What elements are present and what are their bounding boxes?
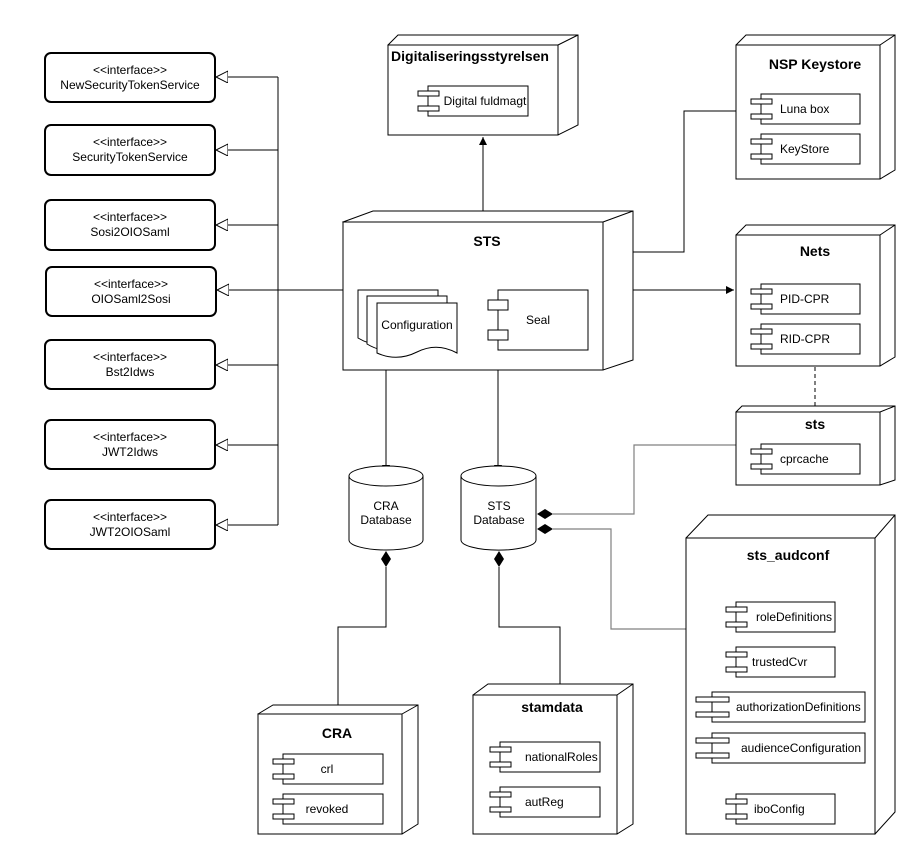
node-nsp-keystore: NSP Keystore Luna box KeyStore (735, 34, 896, 180)
component-digital-fuldmagt: Digital fuldmagt (417, 85, 529, 117)
component-revoked: revoked (272, 793, 384, 825)
connectors (337, 110, 816, 794)
node-sts: STS Configuration Seal (341, 210, 634, 371)
component-label: autReg (525, 795, 564, 809)
node-title: CRA (322, 725, 352, 741)
component-label: Luna box (780, 102, 829, 116)
component-trusted-cvr: trustedCvr (725, 646, 836, 678)
database-label-line1: STS (487, 499, 510, 513)
component-cprcache: cprcache (750, 443, 861, 475)
node-digitaliseringsstyrelsen: Digitaliseringsstyrelsen Digital fuldmag… (387, 34, 579, 136)
document-configuration: Configuration (357, 289, 458, 358)
component-label: iboConfig (754, 802, 805, 816)
database-label-line2: Database (360, 513, 412, 527)
component-ibo-config: iboConfig (725, 793, 836, 825)
interface-name: SecurityTokenService (72, 150, 188, 164)
interface-name: NewSecurityTokenService (60, 78, 200, 92)
interface-name: OIOSaml2Sosi (91, 292, 170, 306)
component-label: audienceConfiguration (741, 741, 861, 755)
component-label: PID-CPR (780, 292, 830, 306)
node-title: STS (473, 233, 500, 249)
interface-name: Bst2Idws (106, 365, 155, 379)
component-label: roleDefinitions (756, 610, 832, 624)
database-sts: STS Database (460, 465, 537, 551)
component-rid-cpr: RID-CPR (750, 323, 861, 355)
node-stamdata: stamdata nationalRoles autReg (472, 683, 634, 835)
component-label: crl (321, 762, 334, 776)
interface-new-security-token-service: <<interface>> NewSecurityTokenService (44, 52, 216, 103)
database-cra: CRA Database (348, 465, 424, 551)
component-label: nationalRoles (525, 750, 598, 764)
node-title: Nets (800, 243, 831, 259)
interface-stereotype: <<interface>> (93, 430, 167, 444)
node-title: Digitaliseringsstyrelsen (391, 48, 549, 64)
node-title: NSP Keystore (769, 56, 862, 72)
interface-stereotype: <<interface>> (93, 510, 167, 524)
interface-sosi2oiosaml: <<interface>> Sosi2OIOSaml (44, 199, 216, 251)
component-seal: Seal (487, 289, 589, 351)
component-authorization-definitions: authorizationDefinitions (695, 691, 866, 723)
component-label: authorizationDefinitions (736, 700, 861, 714)
component-keystore: KeyStore (750, 133, 861, 165)
node-title: stamdata (521, 699, 583, 715)
interface-stereotype: <<interface>> (93, 63, 167, 77)
interface-stereotype: <<interface>> (94, 277, 168, 291)
interface-name: JWT2OIOSaml (90, 525, 171, 539)
component-aut-reg: autReg (489, 786, 601, 818)
component-label: KeyStore (780, 142, 830, 156)
node-title: sts (805, 416, 825, 432)
interface-security-token-service: <<interface>> SecurityTokenService (44, 124, 216, 176)
interface-stereotype: <<interface>> (93, 210, 167, 224)
component-label: Digital fuldmagt (444, 94, 527, 108)
database-label-line1: CRA (373, 499, 398, 513)
component-audience-configuration: audienceConfiguration (695, 732, 866, 764)
document-label: Configuration (381, 318, 452, 332)
interface-bst2idws: <<interface>> Bst2Idws (44, 339, 216, 390)
component-label: Seal (526, 313, 550, 327)
node-nets: Nets PID-CPR RID-CPR (735, 224, 896, 367)
interface-jwt2oiosaml: <<interface>> JWT2OIOSaml (44, 499, 216, 550)
node-cra: CRA crl revoked (257, 704, 419, 835)
interface-name: Sosi2OIOSaml (90, 225, 169, 239)
database-label-line2: Database (473, 513, 525, 527)
interface-realization-lines (216, 77, 343, 525)
node-sts-audconf: sts_audconf roleDefinitions trustedCvr a… (685, 514, 896, 835)
component-label: RID-CPR (780, 332, 830, 346)
interface-jwt2idws: <<interface>> JWT2Idws (44, 419, 216, 470)
component-label: trustedCvr (752, 655, 807, 669)
node-title: sts_audconf (747, 547, 830, 563)
component-national-roles: nationalRoles (489, 741, 601, 773)
component-label: cprcache (780, 452, 829, 466)
interface-stereotype: <<interface>> (93, 350, 167, 364)
node-sts-small: sts cprcache (735, 405, 896, 486)
component-pid-cpr: PID-CPR (750, 283, 861, 315)
interface-oiosaml2sosi: <<interface>> OIOSaml2Sosi (45, 266, 217, 317)
interface-stereotype: <<interface>> (93, 135, 167, 149)
interface-name: JWT2Idws (102, 445, 158, 459)
component-luna-box: Luna box (750, 93, 861, 125)
component-role-definitions: roleDefinitions (725, 601, 836, 633)
component-crl: crl (272, 753, 384, 785)
component-label: revoked (306, 802, 349, 816)
